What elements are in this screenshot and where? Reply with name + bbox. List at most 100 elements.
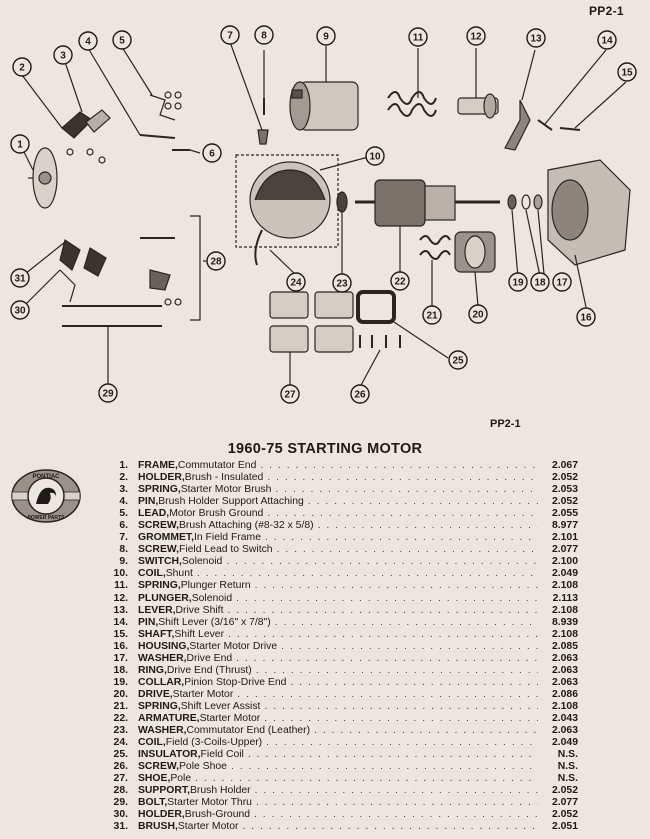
leader-dots — [254, 809, 538, 821]
part-number: 31. — [113, 821, 128, 833]
leader-dots — [265, 532, 538, 544]
part-code: 2.101 — [551, 532, 578, 544]
part-description: Starter Motor Thru — [167, 797, 252, 809]
callout-21: 21 — [422, 305, 442, 325]
callout-24: 24 — [286, 272, 306, 292]
part-name: SWITCH, — [138, 556, 182, 568]
callout-20: 20 — [468, 304, 488, 324]
part-description: Plunger Return — [180, 580, 251, 592]
parts-list-row: 5.LEAD, Motor Brush Ground2.055 — [108, 508, 578, 520]
parts-list-row: 25.INSULATOR, Field CoilN.S. — [108, 749, 578, 761]
part-number: 6. — [119, 520, 128, 532]
svg-text:8: 8 — [261, 31, 267, 42]
part-description: Pinion Stop-Drive End — [184, 676, 287, 688]
callout-15: 15 — [617, 62, 637, 82]
part-description: Starter Motor — [177, 821, 239, 833]
callout-7: 7 — [220, 25, 240, 45]
brush-holders-drawing — [61, 109, 111, 164]
logo-text-bottom: POWER PARTS — [28, 515, 66, 521]
svg-text:20: 20 — [472, 310, 484, 321]
part-description: Starter Motor Drive — [189, 640, 278, 652]
pontiac-logo: PONTIAC POWER PARTS — [11, 469, 81, 523]
svg-text:10: 10 — [369, 152, 381, 163]
part-description: Commutator End — [177, 460, 257, 471]
part-description: Brush Holder Support Attaching — [158, 496, 304, 508]
part-number: 13. — [113, 604, 128, 616]
part-description: In Field Frame — [194, 532, 261, 544]
svg-text:25: 25 — [452, 356, 464, 367]
parts-list-row: 9.SWITCH, Solenoid2.100 — [108, 556, 578, 568]
part-number: 23. — [113, 725, 128, 737]
part-number: 29. — [113, 797, 128, 809]
part-number: 18. — [113, 664, 128, 676]
part-name: HOLDER, — [138, 809, 185, 821]
parts-list-row: 13.LEVER, Drive Shift2.108 — [108, 605, 578, 617]
part-name: PIN, — [138, 496, 159, 508]
callout-23: 23 — [332, 273, 352, 293]
part-code: 2.052 — [551, 809, 578, 821]
part-description: Brush Attaching (#8-32 x 5/8) — [179, 520, 314, 532]
leader-dots — [290, 677, 538, 689]
svg-text:9: 9 — [323, 32, 329, 43]
part-number: 2. — [119, 472, 128, 484]
callout-2: 2 — [12, 57, 32, 77]
part-code: 2.077 — [551, 797, 578, 809]
part-code: 2.063 — [551, 664, 578, 676]
part-number: 9. — [119, 556, 128, 568]
starter-motor-illustration: 1 2 3 4 5 6 7 8 9 10 11 12 13 14 15 16 1… — [10, 25, 637, 404]
part-description: Starter Motor — [199, 712, 261, 724]
parts-list-row: 3.SPRING, Starter Motor Brush2.053 — [108, 484, 578, 496]
part-code: 2.108 — [551, 604, 578, 616]
part-name: SCREW, — [138, 520, 179, 532]
part-description: Shift Lever — [174, 628, 225, 640]
callout-3: 3 — [53, 45, 73, 65]
part-description: Solenoid — [181, 556, 223, 568]
parts-list-row: 28.SUPPORT, Brush Holder2.052 — [108, 785, 578, 797]
svg-text:31: 31 — [14, 274, 26, 285]
part-number: 14. — [113, 616, 128, 628]
svg-text:29: 29 — [102, 389, 114, 400]
part-number: 4. — [119, 496, 128, 508]
part-code: 2.067 — [551, 460, 578, 471]
leader-dots — [260, 460, 538, 472]
part-number: 8. — [119, 544, 128, 556]
part-name: LEAD, — [138, 508, 170, 520]
leader-dots — [266, 737, 538, 749]
field-frame-drawing — [235, 154, 339, 266]
part-number: 12. — [113, 592, 128, 604]
leader-dots — [318, 520, 538, 532]
parts-list-row: 19.COLLAR, Pinion Stop-Drive End2.063 — [108, 677, 578, 689]
part-name: COIL, — [138, 737, 166, 749]
part-code: 2.085 — [551, 640, 578, 652]
part-description: Starter Motor Brush — [180, 484, 272, 496]
exploded-view-diagram: 1 2 3 4 5 6 7 8 9 10 11 12 13 14 15 16 1… — [0, 20, 650, 440]
svg-text:23: 23 — [336, 279, 348, 290]
part-name: COLLAR, — [138, 676, 185, 688]
part-code: N.S. — [557, 749, 578, 761]
parts-list-row: 17.WASHER, Drive End2.063 — [108, 653, 578, 665]
callout-16: 16 — [576, 307, 596, 327]
leader-dots — [248, 749, 538, 761]
callout-18: 18 — [530, 272, 550, 292]
part-code: 2.077 — [551, 544, 578, 556]
part-name: SPRING, — [138, 484, 181, 496]
part-code: 2.052 — [551, 496, 578, 508]
part-name: HOUSING, — [138, 640, 190, 652]
callout-25: 25 — [448, 350, 468, 370]
leader-dots — [314, 725, 538, 737]
callout-markers: 1 2 3 4 5 6 7 8 9 10 11 12 13 14 15 16 1… — [10, 25, 637, 404]
svg-text:28: 28 — [210, 257, 222, 268]
part-description: Pole — [170, 773, 192, 785]
part-name: PLUNGER, — [138, 592, 192, 604]
part-description: Commutator End (Leather) — [186, 725, 311, 737]
part-name: SCREW, — [138, 544, 179, 556]
part-description: Shift Lever (3/16" x 7/8") — [158, 616, 271, 628]
part-number: 7. — [119, 532, 128, 544]
part-number: 3. — [119, 484, 128, 496]
leader-dots — [236, 593, 538, 605]
part-number: 19. — [113, 676, 128, 688]
part-name: SUPPORT, — [138, 785, 190, 797]
part-name: DRIVE, — [138, 688, 173, 700]
svg-text:6: 6 — [209, 149, 215, 160]
part-code: 2.055 — [551, 508, 578, 520]
